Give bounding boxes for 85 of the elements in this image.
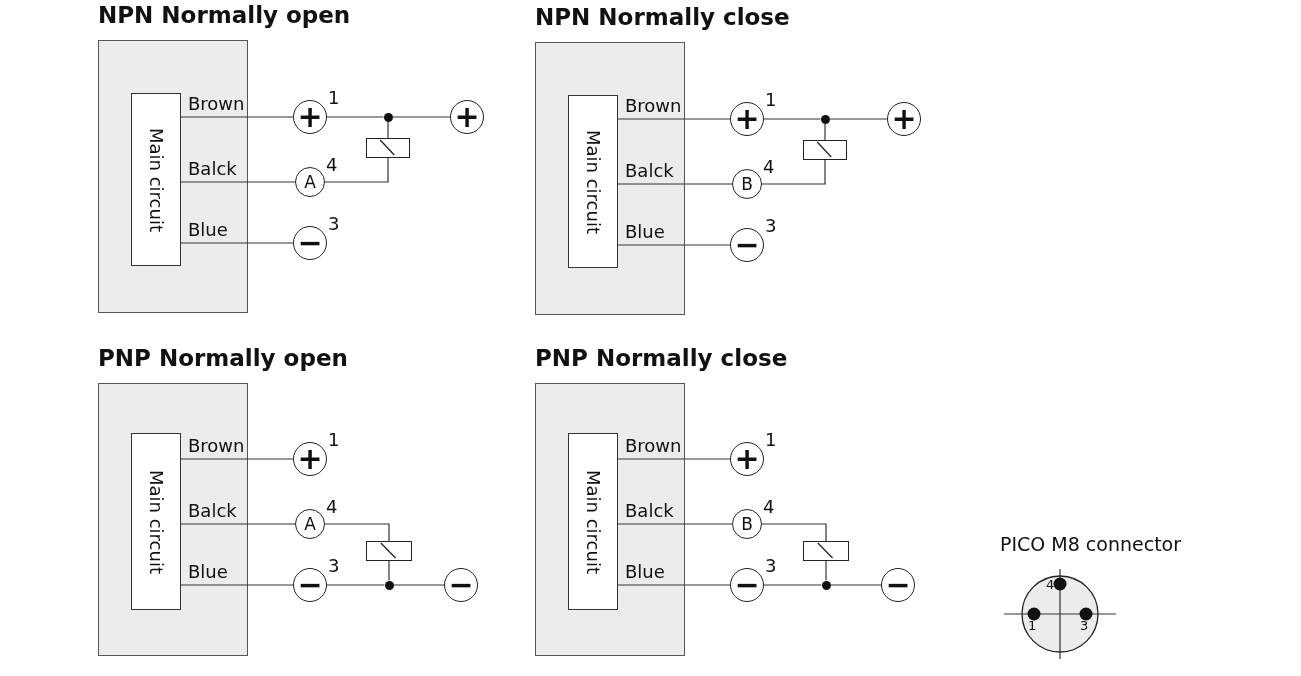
pin-number: 3: [765, 556, 777, 576]
wire: [616, 523, 733, 525]
wire-label: Balck: [625, 160, 674, 182]
wire: [616, 118, 731, 120]
wire: [761, 523, 827, 542]
wire: [763, 584, 823, 586]
junction-dot: [821, 580, 831, 590]
terminal-circle: B: [732, 509, 762, 539]
wire: [829, 584, 882, 586]
wire: [324, 157, 389, 183]
wire: [391, 116, 451, 118]
wire-label: Balck: [625, 500, 674, 522]
wire: [824, 122, 826, 141]
junction-dot: [820, 114, 830, 124]
terminal-circle: A: [295, 167, 325, 197]
pin-number: 1: [328, 430, 340, 450]
wire-label: Blue: [188, 219, 228, 241]
pin-number: 3: [328, 214, 340, 234]
circuit-block: Main circuit: [131, 93, 181, 266]
terminal-circle: −: [293, 568, 327, 602]
pin-number: 3: [328, 556, 340, 576]
wire-label: Brown: [625, 435, 682, 457]
terminal-circle: −: [444, 568, 478, 602]
relay-coil-symbol: [366, 541, 412, 561]
relay-coil-symbol: [803, 541, 849, 561]
heading: PNP Normally close: [535, 344, 788, 373]
pin-number: 4: [763, 497, 775, 517]
heading: NPN Normally close: [535, 3, 790, 32]
terminal-circle: A: [295, 509, 325, 539]
wire: [387, 120, 389, 139]
pin-number: 3: [765, 216, 777, 236]
circuit-block: Main circuit: [568, 95, 618, 268]
terminal-circle: +: [730, 102, 764, 136]
heading: NPN Normally open: [98, 1, 351, 30]
wire-label: Blue: [625, 221, 665, 243]
pin-number: 4: [763, 157, 775, 177]
pin-number: 1: [765, 90, 777, 110]
terminal-circle: −: [730, 228, 764, 262]
wire-label: Balck: [188, 500, 237, 522]
wire: [324, 523, 390, 542]
wire: [825, 560, 827, 582]
wire-label: Balck: [188, 158, 237, 180]
junction-dot: [384, 580, 394, 590]
wire: [761, 159, 826, 185]
terminal-circle: +: [730, 442, 764, 476]
wire: [616, 458, 731, 460]
wire: [828, 118, 888, 120]
terminal-circle: B: [732, 169, 762, 199]
terminal-circle: +: [450, 100, 484, 134]
wire: [326, 116, 385, 118]
terminal-circle: +: [293, 442, 327, 476]
wire: [179, 181, 296, 183]
wire: [326, 584, 386, 586]
pin-number: 4: [326, 155, 338, 175]
heading: PNP Normally open: [98, 344, 348, 373]
connector-title: PICO M8 connector: [1000, 533, 1182, 555]
wire-label: Blue: [625, 561, 665, 583]
relay-coil-symbol: [366, 138, 410, 158]
circuit-block: Main circuit: [568, 433, 618, 610]
pin-number: 4: [326, 497, 338, 517]
wire: [179, 584, 294, 586]
terminal-circle: −: [293, 226, 327, 260]
circuit-block: Main circuit: [131, 433, 181, 610]
terminal-circle: −: [881, 568, 915, 602]
wire: [179, 523, 296, 525]
wire: [616, 183, 733, 185]
wire: [616, 244, 731, 246]
terminal-circle: −: [730, 568, 764, 602]
wire: [392, 584, 445, 586]
wire: [616, 584, 731, 586]
wire: [763, 118, 822, 120]
wire-label: Blue: [188, 561, 228, 583]
wire: [179, 458, 294, 460]
wire: [179, 116, 294, 118]
relay-coil-symbol: [803, 140, 847, 160]
wire-label: Brown: [625, 95, 682, 117]
junction-dot: [383, 112, 393, 122]
wire-label: Brown: [188, 93, 245, 115]
wire: [179, 242, 294, 244]
terminal-circle: +: [293, 100, 327, 134]
pin-number: 1: [765, 430, 777, 450]
wire: [388, 560, 390, 582]
wire-label: Brown: [188, 435, 245, 457]
pin-number: 1: [328, 88, 340, 108]
terminal-circle: +: [887, 102, 921, 136]
